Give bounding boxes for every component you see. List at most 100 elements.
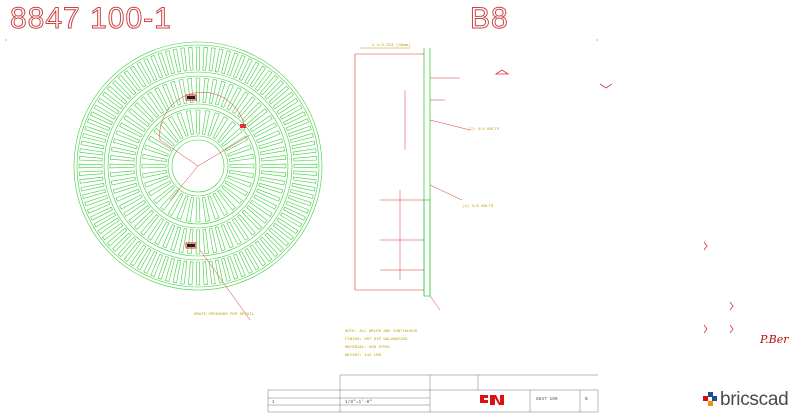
grate-bar [253, 122, 277, 138]
general-note-4: WEIGHT: 142 LBS [345, 354, 382, 358]
bricscad-logo: bricscad [703, 388, 797, 412]
grate-bar [187, 77, 194, 103]
grate-bar [259, 236, 279, 258]
grate-bar [178, 228, 188, 254]
grate-bar [254, 240, 273, 262]
grate-bar [293, 163, 318, 169]
grate-bar [144, 144, 169, 157]
grate-bar [154, 221, 170, 245]
grate-bar [147, 91, 165, 114]
grate-bar [185, 110, 194, 136]
grate-bar [221, 257, 231, 282]
grate-bar [140, 214, 159, 236]
grate-bar [102, 222, 124, 241]
grate-bar [237, 96, 256, 118]
grate-bar [229, 163, 255, 169]
grate-bar [115, 130, 140, 144]
grate-bar [143, 58, 158, 81]
grate-bar [259, 74, 279, 96]
grate-bar [79, 148, 104, 156]
grate-bar [220, 224, 234, 249]
grate-bar [238, 251, 253, 274]
grate-bar [123, 70, 142, 92]
grate-bar [188, 46, 194, 71]
grate-bar [154, 87, 170, 111]
grate-bar [123, 240, 142, 262]
grate-bar [78, 170, 103, 176]
grate-bar [117, 74, 137, 96]
grate-bar [80, 140, 105, 150]
grate-bar [79, 176, 104, 184]
note-bolts-b: (4) 3/8 BOLTS [462, 205, 494, 209]
grate-bar [249, 244, 267, 267]
grate-bar [195, 77, 201, 103]
grate-bar [221, 128, 243, 147]
grate-bar [208, 47, 216, 72]
grate-bar [176, 195, 189, 220]
grate-bar [264, 232, 284, 252]
grate-bar [165, 257, 175, 282]
grate-bar [128, 108, 150, 127]
grate-bar [97, 97, 120, 115]
general-note-2: FINISH: HOT DIP GALVANIZED [345, 338, 408, 342]
grate-bar [227, 256, 239, 280]
grate-bar [102, 91, 124, 110]
grate-bar [272, 91, 294, 110]
grate-bar [187, 229, 194, 255]
grate-bar [170, 80, 182, 106]
sheet-number: 1 [272, 400, 275, 405]
grate-bar [261, 155, 287, 162]
grate-dimension-lines [159, 92, 251, 321]
grate-bar [195, 261, 201, 286]
grate-bar [276, 97, 299, 115]
grate-hinge-markers [185, 94, 246, 249]
grate-bar [241, 209, 262, 230]
grate-bar [93, 212, 117, 228]
grate-bar [82, 189, 107, 199]
grate-bar [144, 175, 169, 188]
grate-bar [180, 47, 188, 72]
grate-bar [241, 102, 262, 123]
grate-bar [87, 118, 111, 131]
grate-bar [202, 229, 209, 255]
grate-bar [208, 78, 218, 104]
grate-bar [150, 253, 163, 277]
grate-bar [129, 65, 147, 88]
grate-bar [147, 218, 165, 241]
grate-bar [244, 61, 260, 85]
grate-bar [214, 48, 224, 73]
grate-bar [212, 192, 229, 216]
grate-bar [195, 229, 201, 255]
grate-bar [110, 146, 136, 156]
grate-bar [268, 85, 290, 105]
grate-bar [221, 50, 231, 75]
grate-bar [202, 196, 211, 222]
grate-bar [244, 247, 260, 271]
grate-bar [202, 261, 208, 286]
grate-bar [268, 227, 290, 247]
grate-bar [78, 156, 103, 162]
general-note-3: MATERIAL: A36 STEEL [345, 346, 391, 350]
grate-bar [291, 140, 316, 150]
grate-bar [250, 115, 273, 133]
grate-bar [117, 236, 137, 258]
grate-bar [167, 116, 184, 140]
grate-bar [260, 146, 286, 156]
grate-bar [143, 251, 158, 274]
bricscad-mark-icon [703, 392, 717, 406]
grate-bar [109, 163, 135, 169]
grate-bar [292, 148, 317, 156]
grate-bar [157, 256, 169, 280]
grate-bar [157, 52, 169, 76]
grate-bar [142, 170, 168, 179]
grate-bar [202, 77, 209, 103]
grate-bar [97, 217, 120, 235]
grate-bar [217, 121, 236, 143]
grate-bar [202, 46, 208, 71]
grate-bar [165, 50, 175, 75]
grate-bar [109, 155, 135, 162]
grate-note: GRATE OPENINGS PER DETAIL [194, 313, 255, 317]
grate-bar [288, 125, 312, 137]
scale: 1/8"=1'-0" [345, 400, 373, 405]
